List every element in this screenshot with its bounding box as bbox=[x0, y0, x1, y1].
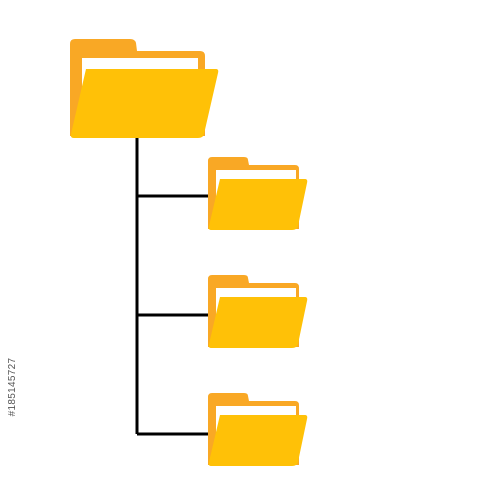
root-folder-icon[interactable] bbox=[68, 38, 220, 140]
child-folder-3-icon[interactable] bbox=[206, 392, 309, 468]
stock-id-label: #185145727 bbox=[7, 357, 18, 417]
child-folder-1-icon[interactable] bbox=[206, 156, 309, 232]
child-folder-2-icon[interactable] bbox=[206, 274, 309, 350]
